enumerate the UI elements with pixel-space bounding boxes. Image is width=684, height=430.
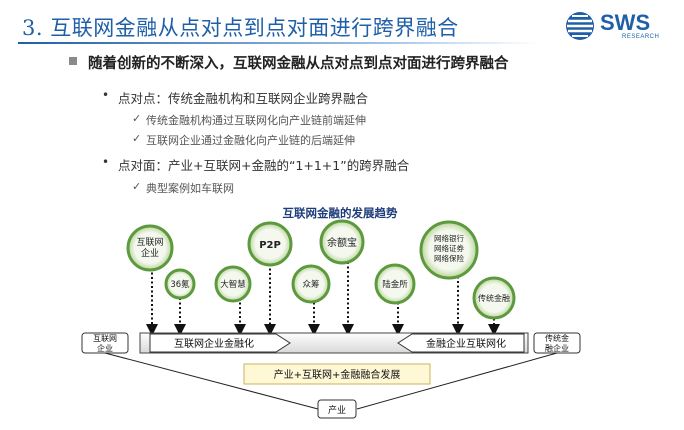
circle-label: 互联网 xyxy=(136,237,163,248)
left-arrow-label: 互联网企业金融化 xyxy=(174,337,254,350)
level1-bullet: 随着创新的不断深入，互联网金融从点对点到点对面进行跨界融合 xyxy=(88,56,509,72)
circle-label: 陆金所 xyxy=(382,279,408,290)
circle-node: 大智慧 xyxy=(214,265,252,303)
box-label: 互联网 xyxy=(93,334,117,343)
bullet-item-p2s: 点对面：产业+互联网+金融的“1+1+1”的跨界融合 xyxy=(118,158,410,173)
bullet-item-p2p: 点对点：传统金融机构和互联网企业跨界融合 xyxy=(118,91,369,106)
circle-node: 众筹 xyxy=(291,264,331,304)
circle-node: 余额宝 xyxy=(319,219,365,265)
circle-label: P2P xyxy=(259,240,281,251)
circle-label: 36氪 xyxy=(170,279,190,290)
right-arrow-label: 金融企业互联网化 xyxy=(426,337,506,350)
convergence-label: 产业+互联网+金融融合发展 xyxy=(274,368,401,381)
bullet-dot-icon: • xyxy=(102,155,110,169)
circle-node: 陆金所 xyxy=(374,263,416,305)
box-label: 传统金 xyxy=(545,333,569,343)
circle-label: 众筹 xyxy=(302,279,320,290)
circle-node: 36氪 xyxy=(164,268,196,300)
diagram-title: 互联网金融的发展趋势 xyxy=(283,206,398,220)
circle-label: 网络证券 xyxy=(434,243,464,253)
circle-group: 互联网 企业 36氪 大智慧 P2P 众筹 余额宝 陆金所 网络银 xyxy=(126,219,516,320)
logo-subtext: RESEARCH xyxy=(622,34,660,40)
subitem: 典型案例如车联网 xyxy=(146,182,234,195)
bullet-dot-icon: • xyxy=(102,88,110,102)
circle-label: 传统金融 xyxy=(478,293,510,303)
checkmark-icon: ✓ xyxy=(132,132,142,145)
box-label: 企业 xyxy=(97,343,113,353)
logo-wordmark: SWS xyxy=(600,10,651,35)
subitem: 传统金融机构通过互联网化向产业链前端延伸 xyxy=(146,114,366,127)
circle-label: 网络银行 xyxy=(434,233,464,243)
circle-node: 网络银行 网络证券 网络保险 xyxy=(419,220,479,280)
title-underline xyxy=(18,42,538,44)
convergence-box xyxy=(243,363,431,385)
bullet-square-icon xyxy=(69,57,77,65)
sws-globe-icon xyxy=(566,12,594,40)
industry-label: 产业 xyxy=(328,404,346,416)
funnel-lines xyxy=(104,352,558,410)
box-label: 融企业 xyxy=(545,343,569,353)
slide-title: 3. 互联网金融从点对点到点对面进行跨界融合 xyxy=(22,16,459,40)
sws-logo: SWS RESEARCH xyxy=(564,10,668,42)
checkmark-icon: ✓ xyxy=(132,112,142,125)
checkmark-icon: ✓ xyxy=(132,180,142,193)
circle-node: P2P xyxy=(247,221,293,267)
down-arrows xyxy=(146,262,500,336)
circle-label: 网络保险 xyxy=(434,253,464,263)
industry-box xyxy=(317,399,357,419)
circle-label: 余额宝 xyxy=(327,236,357,249)
subitem: 互联网企业通过金融化向产业链的后端延伸 xyxy=(146,134,355,147)
circle-label: 大智慧 xyxy=(220,279,246,290)
circle-node: 互联网 企业 xyxy=(126,224,174,272)
right-arrow-shape xyxy=(397,333,525,353)
left-arrow-shape xyxy=(149,333,291,353)
circle-node: 传统金融 xyxy=(472,276,516,320)
circle-label: 企业 xyxy=(141,247,159,259)
